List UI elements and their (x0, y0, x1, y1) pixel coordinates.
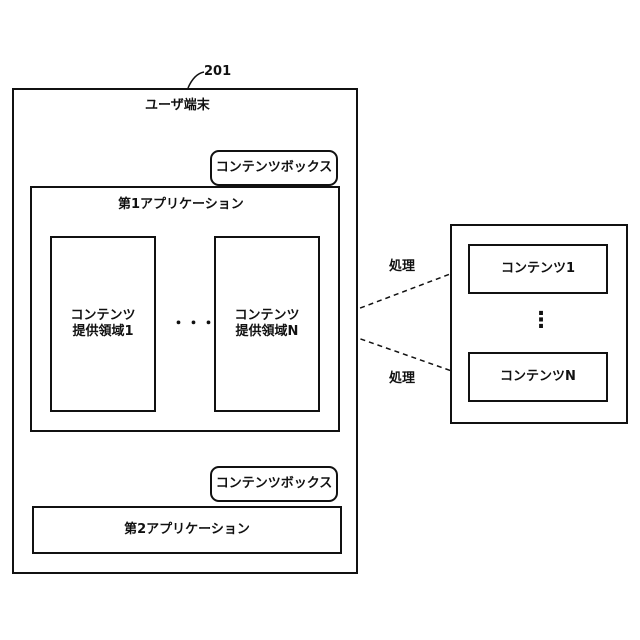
process-label-1: 処理 (389, 259, 415, 275)
user-terminal-title: ユーザ端末 (145, 98, 210, 114)
second-application-title: 第2アプリケーション (124, 522, 250, 538)
content-area-N: コンテンツ 提供領域N (214, 236, 320, 412)
content-box-2: コンテンツボックス (210, 466, 338, 502)
content-item-N-label: コンテンツN (500, 369, 576, 385)
process-label-N: 処理 (389, 371, 415, 387)
ref-number-201: 201 (204, 64, 231, 79)
content-item-N: コンテンツN (468, 352, 608, 402)
leader-201 (188, 72, 204, 88)
second-application: 第2アプリケーション (32, 506, 342, 554)
content-area-1: コンテンツ 提供領域1 (50, 236, 156, 412)
content-area-1-line1: コンテンツ (70, 308, 135, 324)
content-area-N-line1: コンテンツ (234, 308, 299, 324)
content-item-1: コンテンツ1 (468, 244, 608, 294)
horizontal-ellipsis: ・・・ (171, 314, 216, 332)
content-box-2-label: コンテンツボックス (216, 476, 333, 492)
content-area-N-line2: 提供領域N (236, 324, 299, 340)
content-box-1-label: コンテンツボックス (216, 160, 333, 176)
first-application-title: 第1アプリケーション (118, 197, 244, 213)
content-area-1-line2: 提供領域1 (72, 324, 133, 340)
vertical-ellipsis: ⋮ (530, 308, 552, 334)
content-item-1-label: コンテンツ1 (501, 261, 575, 277)
content-box-1: コンテンツボックス (210, 150, 338, 186)
